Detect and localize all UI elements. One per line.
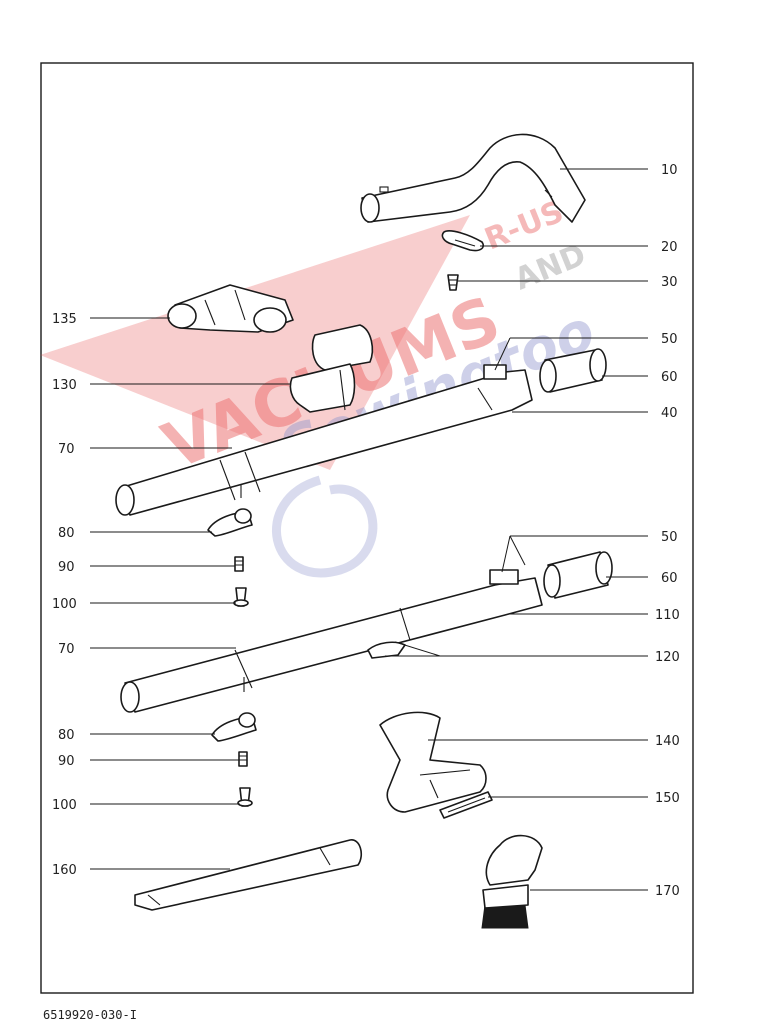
callout-label: 170: [655, 884, 680, 899]
part-150-brush-strip: [439, 791, 493, 819]
callout-label: 100: [52, 597, 77, 612]
part-160-crevice-tool: [134, 839, 362, 911]
callout-label: 60: [661, 370, 678, 385]
callout-label: 80: [58, 728, 75, 743]
part-90-spring-bottom: [238, 751, 248, 767]
part-140-nozzle: [379, 711, 487, 813]
part-170-dusting-brush: [481, 834, 543, 929]
callout-label: 70: [58, 442, 75, 457]
callout-label: 40: [661, 406, 678, 421]
callout-label: 10: [661, 163, 678, 178]
part-30-screw: [447, 274, 459, 291]
part-135-holder: [167, 284, 294, 333]
callout-label: 30: [661, 275, 678, 290]
callout-label: 50: [661, 530, 678, 545]
document-id: 6519920-030-I: [43, 1008, 137, 1022]
part-110-tube: [120, 569, 543, 713]
part-80-latch-bottom: [211, 712, 257, 742]
part-100-screw-top: [233, 587, 249, 607]
callout-label: 50: [661, 332, 678, 347]
watermark-red-triangle: [40, 215, 470, 470]
part-60-cap-top: [539, 348, 607, 393]
callout-label: 80: [58, 526, 75, 541]
diagram-border: [40, 62, 694, 994]
callout-label: 120: [655, 650, 680, 665]
callout-label: 150: [655, 791, 680, 806]
watermark-swirl: [271, 475, 378, 578]
callout-label: 60: [661, 571, 678, 586]
callout-label: 70: [58, 642, 75, 657]
callout-label: 20: [661, 240, 678, 255]
part-40-tube: [115, 364, 533, 516]
part-130-clamp: [289, 324, 374, 413]
part-20-clip: [441, 230, 485, 252]
part-90-spring-top: [234, 556, 244, 572]
part-60-cap-bottom: [543, 551, 613, 599]
callout-label: 135: [52, 312, 77, 327]
callout-label: 140: [655, 734, 680, 749]
callout-label: 160: [52, 863, 77, 878]
callout-label: 100: [52, 798, 77, 813]
callout-label: 130: [52, 378, 77, 393]
callout-label: 90: [58, 754, 75, 769]
part-100-screw-bottom: [237, 787, 253, 807]
callout-label: 90: [58, 560, 75, 575]
callout-label: 110: [655, 608, 680, 623]
part-80-latch-top: [207, 508, 253, 537]
part-10-handle: [360, 133, 586, 223]
callouts: 10 20 30 135 50 130 60 40 70 80 90 100 5…: [52, 163, 680, 899]
watermark-brand-and: AND: [510, 238, 591, 298]
